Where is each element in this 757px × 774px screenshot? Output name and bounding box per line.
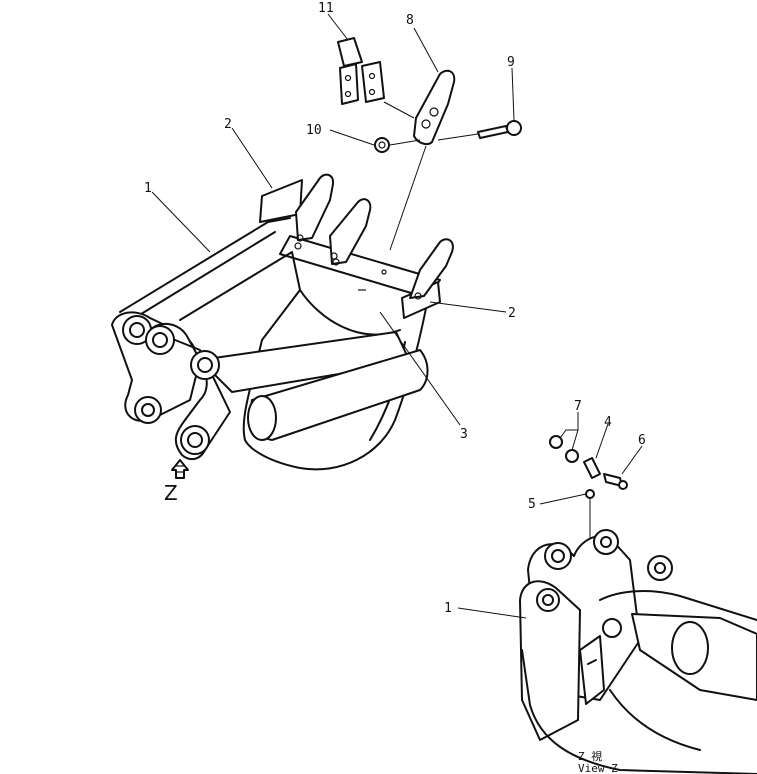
callout-11: 11 xyxy=(318,1,334,16)
view-z-marker: Z xyxy=(164,481,178,505)
callout-2-left: 2 xyxy=(224,117,232,132)
callout-8: 8 xyxy=(406,13,414,28)
view-caption-line1: Z 視 xyxy=(578,749,602,763)
view-z-arrow xyxy=(171,459,189,479)
callout-2-right: 2 xyxy=(508,306,516,321)
exploded-parts xyxy=(337,37,522,251)
callout-7: 7 xyxy=(574,399,582,414)
callout-10: 10 xyxy=(306,123,322,138)
top-callout-leaders xyxy=(151,13,515,426)
bucket-assembly xyxy=(111,173,454,471)
view-callout-leaders xyxy=(457,412,643,619)
callout-1-main: 1 xyxy=(144,181,152,196)
view-z-detail xyxy=(519,435,757,774)
callout-4: 4 xyxy=(604,415,612,430)
callout-3: 3 xyxy=(460,427,468,442)
callout-1-view: 1 xyxy=(444,601,452,616)
view-caption-line2: View Z xyxy=(578,762,618,774)
callout-5: 5 xyxy=(528,497,536,512)
callout-9: 9 xyxy=(507,55,515,70)
callout-6: 6 xyxy=(638,433,646,448)
